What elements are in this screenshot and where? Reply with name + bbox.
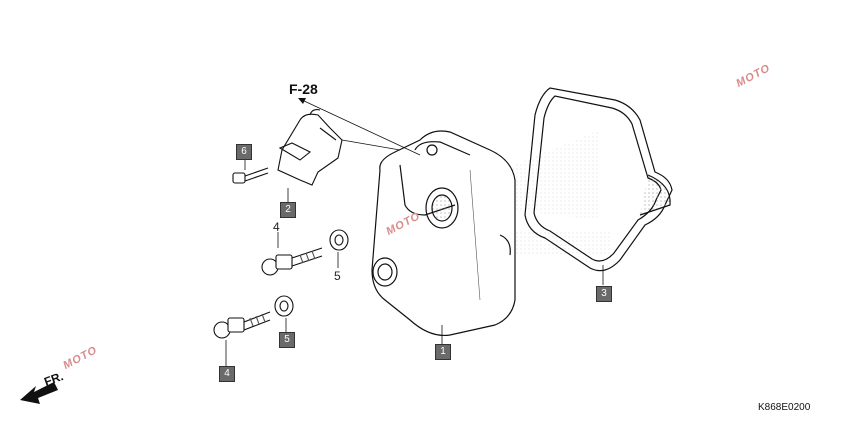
cylinder-head-cover [371,130,516,337]
ref-4-upper: 4 [273,220,280,234]
bolt-upper [261,247,323,276]
cover-gasket [524,87,673,272]
callout-f28: F-28 [289,81,318,97]
washer-upper [329,229,349,251]
ref-1: 1 [435,344,451,360]
ref-3: 3 [596,286,612,302]
bolt-small [232,167,269,184]
ref-5-upper: 5 [334,269,341,283]
front-direction-arrow-icon [20,382,58,404]
drawing-code: K868E0200 [758,402,811,413]
ref-2: 2 [280,202,296,218]
washer-lower [274,295,294,317]
ref-4-lower: 4 [219,366,235,382]
ref-5-lower: 5 [279,332,295,348]
leader-lines [225,98,604,366]
bolt-lower [213,311,271,339]
ref-6: 6 [236,144,252,160]
harness-clip [277,109,343,186]
